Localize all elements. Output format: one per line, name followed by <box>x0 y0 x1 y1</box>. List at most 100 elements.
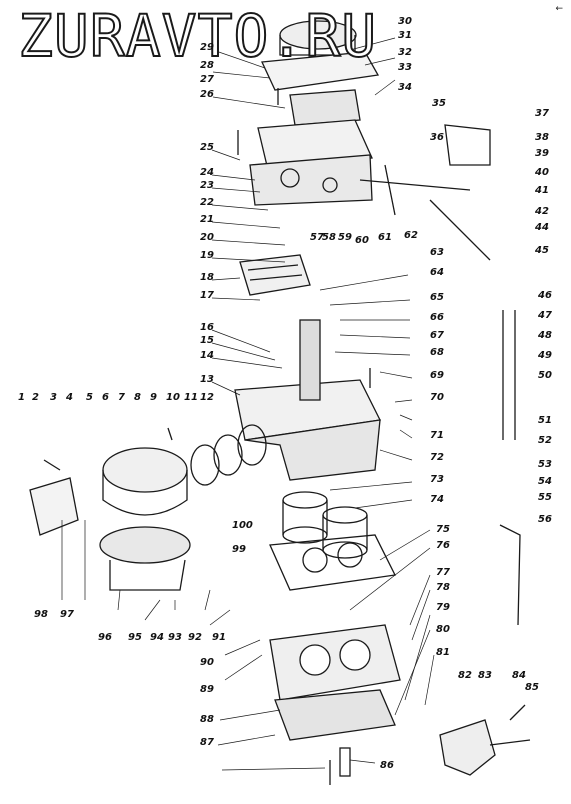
part-label-27: 27 <box>200 74 214 85</box>
part-label-3: 3 <box>50 392 57 403</box>
part-label-15: 15 <box>200 335 214 346</box>
part-label-14: 14 <box>200 350 214 361</box>
part-label-79: 79 <box>436 602 450 613</box>
part-label-92: 92 <box>188 632 202 643</box>
part-label-25: 25 <box>200 142 214 153</box>
part-label-71: 71 <box>430 430 444 441</box>
part-label-67: 67 <box>430 330 444 341</box>
part-label-29: 29 <box>200 42 214 53</box>
part-label-55: 55 <box>538 492 552 503</box>
part-label-91: 91 <box>212 632 226 643</box>
part-label-49: 49 <box>537 350 552 361</box>
part-label-22: 22 <box>200 197 214 208</box>
part-label-83: 83 <box>478 670 492 681</box>
part-label-19: 19 <box>200 250 214 261</box>
part-label-30: 30 <box>398 16 412 27</box>
part-label-73: 73 <box>430 474 444 485</box>
part-label-68: 68 <box>430 347 444 358</box>
part-label-56: 56 <box>538 514 552 525</box>
watermark-text: ZURAVTO.RU <box>17 1 378 71</box>
throttle-body <box>269 624 401 741</box>
part-label-33: 33 <box>398 62 412 73</box>
part-label-31: 31 <box>398 30 412 41</box>
part-label-97: 97 <box>60 609 74 620</box>
part-label-90: 90 <box>200 657 214 668</box>
part-label-20: 20 <box>200 232 214 243</box>
part-label-74: 74 <box>430 494 444 505</box>
part-label-7: 7 <box>118 392 125 403</box>
part-label-72: 72 <box>430 452 444 463</box>
part-label-88: 88 <box>200 714 214 725</box>
leader-lines <box>61 37 435 771</box>
part-label-6: 6 <box>102 392 109 403</box>
part-label-50: 50 <box>538 370 552 381</box>
part-label-96: 96 <box>98 632 112 643</box>
part-label-4: 4 <box>65 392 73 403</box>
part-label-82: 82 <box>458 670 472 681</box>
part-label-51: 51 <box>538 415 552 426</box>
part-label-94: 94 <box>150 632 164 643</box>
carburetor-main-body <box>234 319 381 481</box>
part-label-52: 52 <box>538 435 552 446</box>
part-label-42: 42 <box>534 206 549 217</box>
part-label-28: 28 <box>200 60 214 71</box>
part-label-39: 39 <box>535 148 549 159</box>
part-label-17: 17 <box>200 290 214 301</box>
part-label-45: 45 <box>534 245 549 256</box>
part-label-38: 38 <box>535 132 549 143</box>
part-label-1: 1 <box>18 392 25 403</box>
part-label-65: 65 <box>430 292 444 303</box>
part-label-93: 93 <box>168 632 182 643</box>
part-label-44: 44 <box>534 222 549 233</box>
part-label-70: 70 <box>430 392 444 403</box>
part-label-46: 46 <box>537 290 552 301</box>
part-label-98: 98 <box>34 609 48 620</box>
part-label-80: 80 <box>436 624 450 635</box>
part-label-53: 53 <box>538 459 552 470</box>
part-label-48: 48 <box>537 330 552 341</box>
part-label-61: 61 <box>378 232 392 243</box>
part-label-10: 10 <box>166 392 180 403</box>
part-label-57: 57 <box>310 232 324 243</box>
part-label-99: 99 <box>232 544 246 555</box>
part-label-78: 78 <box>436 582 450 593</box>
air-horn-cover <box>261 20 380 126</box>
part-label-87: 87 <box>200 737 214 748</box>
part-label-85: 85 <box>525 682 539 693</box>
part-label-23: 23 <box>200 180 214 191</box>
part-label-13: 13 <box>200 374 214 385</box>
part-label-2: 2 <box>32 392 39 403</box>
part-label-76: 76 <box>436 540 450 551</box>
part-label-66: 66 <box>430 312 444 323</box>
linkage-rod <box>359 124 521 626</box>
float-part <box>239 254 311 296</box>
part-label-47: 47 <box>537 310 552 321</box>
part-label-81: 81 <box>436 647 450 658</box>
part-label-18: 18 <box>200 272 214 283</box>
part-label-75: 75 <box>436 524 450 535</box>
part-label-9: 9 <box>150 392 157 403</box>
part-label-63: 63 <box>430 247 444 258</box>
part-label-89: 89 <box>200 684 214 695</box>
part-label-86: 86 <box>380 760 394 771</box>
part-label-59: 59 <box>338 232 352 243</box>
part-label-34: 34 <box>398 82 412 93</box>
part-label-5: 5 <box>86 392 93 403</box>
part-label-26: 26 <box>200 89 214 100</box>
part-label-8: 8 <box>134 392 141 403</box>
part-label-36: 36 <box>430 132 444 143</box>
part-label-35: 35 <box>432 98 446 109</box>
screw-parts <box>43 88 371 785</box>
part-label-62: 62 <box>404 230 418 241</box>
part-label-24: 24 <box>200 167 214 178</box>
diaphragm-rings <box>190 424 267 486</box>
part-label-16: 16 <box>200 322 214 333</box>
venturi-tubes <box>282 491 368 559</box>
corner-arrow-icon: ← <box>555 4 563 14</box>
part-label-12: 12 <box>200 392 214 403</box>
throttle-lever <box>439 704 531 776</box>
part-label-58: 58 <box>322 232 336 243</box>
part-label-95: 95 <box>128 632 142 643</box>
